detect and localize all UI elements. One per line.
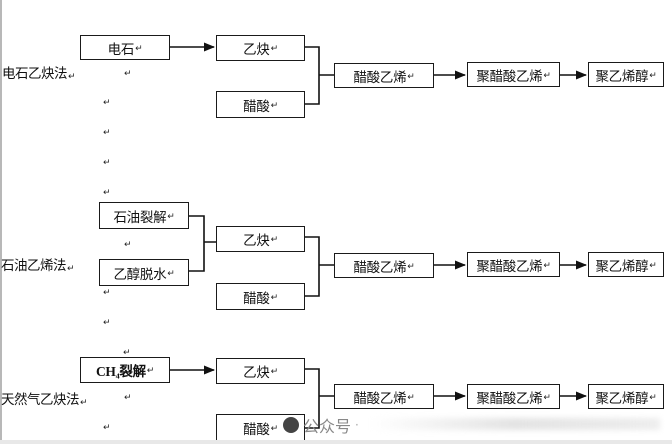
paragraph-mark: ↵: [543, 260, 551, 271]
paragraph-mark: ↵: [67, 264, 75, 274]
paragraph-mark: ↵: [135, 43, 143, 54]
paragraph-mark: ↵: [124, 393, 132, 403]
paragraph-mark: ↵: [68, 72, 76, 82]
method-label-carbide-acetylene: 电石乙炔法↵: [2, 62, 76, 82]
paragraph-mark: ↵: [103, 423, 111, 433]
node-label: 乙炔: [243, 42, 270, 58]
node-polyvinyl-acetate-2: 聚醋酸乙烯↵: [467, 252, 560, 277]
node-label: 醋酸: [243, 98, 270, 115]
bracket-sources-2: [189, 215, 216, 272]
node-polyvinyl-acetate-1: 聚醋酸乙烯↵: [467, 62, 560, 87]
paragraph-mark: ↵: [649, 260, 657, 271]
method-label-petroleum-ethylene: 石油乙烯法↵: [1, 254, 75, 274]
node-label: 醋酸乙烯: [353, 390, 407, 407]
bracket-to-monomer-1: [305, 46, 334, 105]
node-label: 聚醋酸乙烯: [476, 68, 543, 85]
node-label: 乙炔: [243, 365, 270, 381]
paragraph-mark: ↵: [103, 128, 111, 138]
paragraph-mark: ↵: [167, 268, 175, 279]
method-name: 天然气乙炔法: [1, 392, 80, 408]
node-label: 乙醇脱水: [113, 266, 167, 283]
node-label: 石油裂解: [113, 209, 167, 226]
node-label: 聚乙烯醇: [595, 258, 649, 275]
paragraph-mark: ↵: [123, 348, 131, 358]
paragraph-mark: ↵: [270, 44, 279, 54]
node-label: 乙炔: [243, 233, 270, 249]
watermark-blur: [370, 418, 660, 430]
node-label: 醋酸: [243, 421, 270, 438]
wechat-account-icon: [283, 417, 299, 433]
paragraph-mark: ↵: [407, 71, 415, 82]
node-source-ethanol-dehydration: 乙醇脱水↵: [99, 259, 189, 286]
node-label: 醋酸乙烯: [353, 69, 407, 86]
node-label: 聚醋酸乙烯: [476, 390, 543, 407]
node-label: 聚乙烯醇: [595, 390, 649, 407]
paragraph-mark: ↵: [270, 292, 279, 303]
node-polyvinyl-alcohol-2: 聚乙烯醇↵: [588, 252, 664, 277]
node-source-methane-cracking: CH₄裂解↵: [80, 357, 170, 383]
node-acetylene-3: 乙炔↵: [216, 358, 305, 384]
paragraph-mark: ↵: [270, 100, 279, 111]
node-label: 醋酸乙烯: [353, 259, 407, 276]
paragraph-mark: ↵: [146, 366, 155, 376]
paragraph-mark: ↵: [270, 367, 279, 377]
node-vinyl-acetate-1: 醋酸乙烯↵: [334, 63, 434, 88]
node-label: CH₄裂解: [95, 364, 146, 379]
method-name: 电石乙炔法: [2, 66, 68, 82]
paragraph-mark: ↵: [543, 392, 551, 403]
watermark: 公众号 ·: [283, 413, 359, 437]
method-label-natural-gas-acetylene: 天然气乙炔法↵: [1, 388, 88, 408]
node-acetic-acid-2: 醋酸↵: [216, 283, 305, 310]
bracket-to-monomer-2: [305, 236, 334, 297]
node-vinyl-acetate-2: 醋酸乙烯↵: [334, 253, 434, 278]
node-label: 电石: [107, 41, 135, 58]
paragraph-mark: ↵: [407, 392, 415, 403]
paragraph-mark: ↵: [103, 158, 111, 168]
paragraph-mark: ↵: [649, 392, 657, 403]
node-acetylene-1: 乙炔↵: [216, 35, 305, 61]
node-polyvinyl-acetate-3: 聚醋酸乙烯↵: [467, 384, 560, 409]
node-source-petroleum-cracking: 石油裂解↵: [99, 202, 189, 229]
method-name: 石油乙烯法: [1, 258, 67, 274]
paragraph-mark: ↵: [103, 188, 111, 198]
paragraph-mark: ↵: [103, 98, 111, 108]
node-label: 醋酸: [243, 290, 270, 307]
bracket-to-monomer-3: [305, 368, 334, 429]
node-polyvinyl-alcohol-3: 聚乙烯醇↵: [588, 384, 664, 409]
paragraph-mark: ↵: [543, 70, 551, 81]
paragraph-mark: ↵: [80, 398, 88, 408]
node-vinyl-acetate-3: 醋酸乙烯↵: [334, 384, 434, 409]
node-polyvinyl-alcohol-1: 聚乙烯醇↵: [588, 62, 664, 87]
paragraph-mark: ↵: [167, 211, 175, 222]
paragraph-mark: ↵: [124, 240, 132, 250]
node-acetic-acid-1: 醋酸↵: [216, 91, 305, 118]
paragraph-mark: ↵: [103, 288, 111, 298]
node-acetylene-2: 乙炔↵: [216, 226, 305, 252]
page-left-border: [0, 0, 2, 444]
paragraph-mark: ↵: [649, 70, 657, 81]
paragraph-mark: ↵: [407, 261, 415, 272]
watermark-dot: ·: [355, 418, 359, 432]
paragraph-mark: ↵: [270, 423, 279, 434]
paragraph-mark: ↵: [124, 69, 132, 79]
paragraph-mark: ↵: [103, 318, 111, 328]
page-bottom-edge: [0, 440, 672, 444]
node-label: 聚乙烯醇: [595, 68, 649, 85]
node-label: 聚醋酸乙烯: [476, 258, 543, 275]
watermark-text: 公众号: [303, 417, 352, 436]
node-source-carbide: 电石↵: [80, 35, 170, 60]
paragraph-mark: ↵: [270, 235, 279, 245]
